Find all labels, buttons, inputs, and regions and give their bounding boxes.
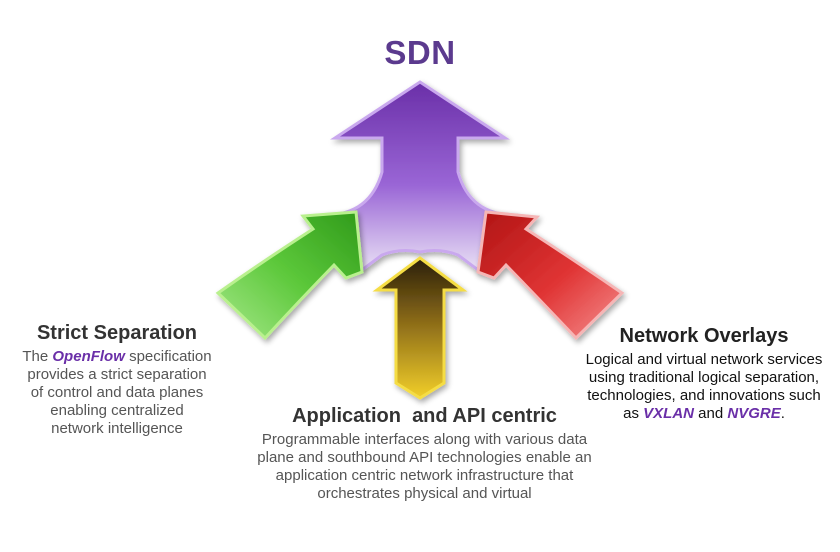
strict-separation-text: The OpenFlow specification provides a st… [22,348,212,438]
openflow-highlight: OpenFlow [52,348,125,365]
strict-separation-heading: Strict Separation [36,322,198,344]
network-overlays-arrow [476,210,625,341]
network-overlays-heading: Network Overlays [619,325,789,347]
strict-separation-text-post: specification provides a strict separati… [27,348,212,437]
application-api-block: Application and API centric Programmable… [252,405,597,503]
network-overlays-text: Logical and virtual network services usi… [584,351,824,423]
strict-separation-text-pre: The [22,348,53,365]
network-overlays-block: Network Overlays Logical and virtual net… [584,325,824,423]
network-overlays-text-pre: Logical and virtual network services usi… [585,351,823,422]
vxlan-highlight: VXLAN [643,405,694,422]
strict-separation-arrow [215,210,364,341]
network-overlays-text-post: . [780,405,785,422]
application-api-arrow [372,256,468,400]
application-api-heading: Application and API centric [292,405,557,427]
sdn-title: SDN [384,34,456,71]
application-api-text: Programmable interfaces along with vario… [257,431,592,502]
strict-separation-block: Strict Separation The OpenFlow specifica… [22,322,212,438]
network-overlays-text-mid: and [698,405,728,422]
sdn-arrow [322,80,518,273]
nvgre-highlight: NVGRE [727,405,781,422]
